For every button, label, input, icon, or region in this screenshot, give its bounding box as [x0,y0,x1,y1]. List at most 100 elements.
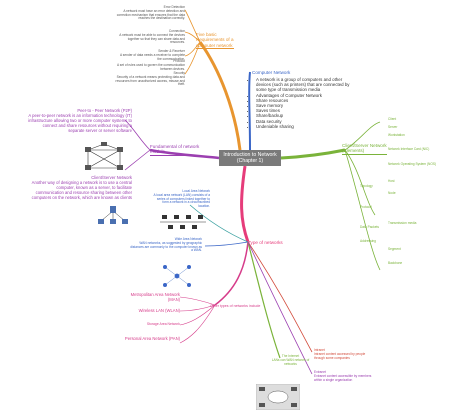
requirements-label-line1: Five basic [196,32,217,37]
lan-body: A local area network (LAN) consists of a… [153,192,210,209]
element-server: Server [388,125,398,129]
requirement-body: Security of a network means protecting d… [115,74,185,87]
requirement-title: Error Detection [163,5,185,9]
element-node: Node [388,191,396,195]
client-server-icon [98,206,128,224]
bullet: Advantages of Computer Network [256,93,356,98]
branch-line-computer-network [248,71,251,151]
sub-line-other-wlan [179,304,216,312]
requirement-body: A network must have an error detection a… [116,8,185,21]
sub-line-types-intranet [247,241,313,353]
internet-diagram-icon [256,384,300,410]
intranet-section: Intranet Intranet content accessed by pe… [314,348,374,360]
sub-line-elements-top [344,121,381,151]
central-topic-line1: Introduction to Network [223,152,277,158]
lan-diagram-icon [160,215,206,229]
sub-line-elements-bottom [344,149,381,271]
sub-line-requirements-2 [184,31,201,43]
element-workstation: Workstation [388,133,405,137]
lan-section: Local Area Network A local area network … [150,189,210,209]
sub-line-client-server [124,149,151,171]
client-server-body: Another way of designing a network is to… [31,180,132,200]
lan-title: Local Area Network [182,189,210,193]
bullet: Share resources [256,98,356,103]
internet-title: The Internet [281,354,300,358]
other-type-san: Storage Area Network [146,322,180,326]
computer-network-bullets: A network is a group of computers and ot… [252,77,356,129]
wan-section: Wide Area Network WAN networks, as sugge… [130,237,202,253]
types-label[interactable]: Type of networks [248,240,283,245]
sub-line-requirements-3 [184,41,201,57]
elements-label-line2: (Elements) [342,148,387,155]
elements-label[interactable]: Client/Server Network (Elements) [342,143,387,155]
sub-line-types-wan [204,241,249,247]
branch-line-fundamental [149,148,220,160]
requirement-error-detection: Error Detection A network must have an e… [115,5,185,21]
bullet: Saves times [256,108,356,113]
fundamental-label-line2: models [150,149,200,156]
bullet: Save memory [256,103,356,108]
sub-line-types-extranet [247,241,313,375]
client-server-section: Client/Server Network Another way of des… [28,175,132,200]
p2p-network-icon [85,142,123,170]
extranet-section: Extranet Extranet content accessible by … [314,370,374,382]
other-type-wlan: Wireless LAN (WLAN) [138,308,180,313]
fundamental-label[interactable]: Fundamental of network models [150,144,200,156]
element-data-packets: Data Packets [360,225,379,229]
requirements-label[interactable]: Five basic Requirements of a computer ne… [196,32,234,50]
requirement-title: Protocol [173,59,185,63]
other-type-pan: Personal Area Network (PAN) [124,336,180,341]
sub-line-types-lan [189,204,249,243]
element-segment: Segment [388,247,401,251]
p2p-body: A peer-to-peer network is an information… [28,113,132,133]
bullet: Undeniable sharing [256,124,356,129]
central-topic[interactable]: Introduction to Network (Chapter 1) [219,150,281,166]
requirements-label-line2: Requirements of a [196,37,234,43]
central-topic-line2: (Chapter 1) [236,158,264,164]
wan-diagram-icon [163,265,191,287]
client-server-title: Client/Server Network [91,175,132,180]
internet-body: LANs can WAN network of networks [271,357,310,366]
sub-line-types-internet [247,241,281,359]
requirement-security: Security Security of a network means pro… [115,71,185,87]
computer-network-label[interactable]: Computer Network [252,70,291,75]
element-transmission-media: Transmission media [388,221,417,225]
requirement-body: A network must be able to connect the de… [119,32,185,45]
branch-line-types [240,165,250,243]
requirement-protocol: Protocol A set of rules used to govern t… [115,59,185,71]
branch-line-requirements [198,41,242,151]
bullet: Share/backup [256,113,356,118]
element-nic: Network Interface Card (NIC) [388,147,430,151]
sub-line-other-san [179,304,216,326]
internet-section: The Internet LANs can WAN network of net… [268,354,313,366]
element-backbone: Backbone [388,261,403,265]
p2p-section: Peer-to - Peer Network (P2P) A peer-to-p… [28,108,132,133]
wan-body: WAN networks, as suggested by geographic… [130,240,202,253]
element-addressing: Addressing [360,239,376,243]
requirement-body: A set of rules used to govern the commun… [116,62,185,71]
sub-line-p2p [124,119,151,151]
intranet-title: Intranet [314,348,325,352]
branch-line-elements [280,148,346,160]
elements-label-line1: Client/Server Network [342,143,387,148]
requirement-connection: Connection A network must be able to con… [115,29,185,45]
requirement-body: A sender of data needs a receiver to com… [119,52,185,61]
other-types-label[interactable]: Other types of networks include [210,304,261,308]
element-topology: Topology [360,184,373,188]
p2p-title: Peer-to - Peer Network (P2P) [77,108,132,113]
sub-line-requirements-1 [184,9,201,43]
extranet-title: Extranet [314,370,326,374]
bullet: A network is a group of computers and ot… [256,77,356,93]
requirements-label-line3: computer network [196,42,234,50]
element-host: Host [388,179,395,183]
requirement-title: Connection [168,29,185,33]
bullet: Data security [256,119,356,124]
requirement-title: Security [173,71,185,75]
sub-line-other-pan [179,304,216,344]
requirement-sender-receiver: Sender & Receiver A sender of data needs… [115,49,185,61]
fundamental-label-line1: Fundamental of network [150,144,200,149]
sub-line-elements-mid [344,149,376,216]
element-client: Client [388,117,397,121]
